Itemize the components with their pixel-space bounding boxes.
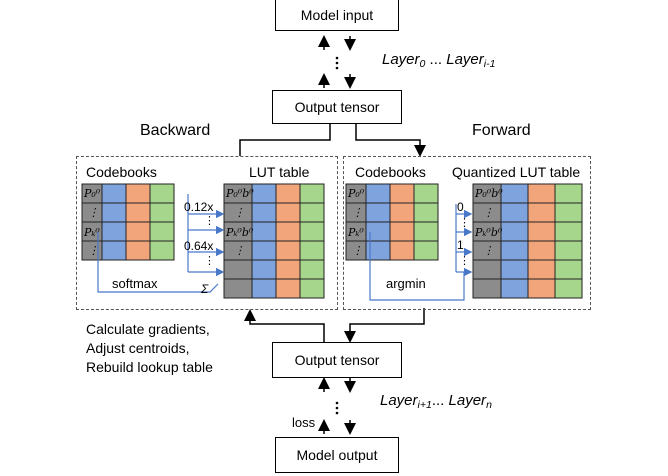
backward-weight-1: 0.12x xyxy=(184,200,214,214)
top-arrows xyxy=(318,35,356,89)
fw-codebook-cell-r3-c3 xyxy=(413,240,439,261)
fw-codebook-dots2: ⋮ xyxy=(352,244,363,257)
forward-vdots-mid: ⋮ xyxy=(459,217,470,229)
model-input-label: Model input xyxy=(300,6,374,23)
bw-codebook-dots2: ⋮ xyxy=(88,244,99,257)
note-line-2: Adjust centroids, xyxy=(86,340,190,356)
output-tensor-top-box: Output tensor xyxy=(272,90,402,124)
fw-lut-pkb0: Pₖ⁰b⁰ xyxy=(474,226,503,239)
layer-upper-sub-end: i-1 xyxy=(483,58,496,70)
forward-vdots-low: ⋮ xyxy=(459,255,470,267)
forward-codebooks-title: Codebooks xyxy=(355,164,426,180)
layer-upper-base-2: Layer xyxy=(446,51,484,68)
forward-blue-connectors xyxy=(369,204,473,301)
layer-lower-base-2: Layer xyxy=(448,392,487,409)
fw-lut-p0b0: P₀⁰b⁰ xyxy=(474,187,503,200)
bw-lut-dots1: ⋮ xyxy=(234,206,245,219)
backward-vdots-mid: ⋮ xyxy=(204,215,215,227)
layer-lower-dots: ... xyxy=(431,392,445,409)
layer-upper-sub-start: 0 xyxy=(419,58,426,70)
note-line-1: Calculate gradients, xyxy=(86,321,210,337)
layer-lower-sub-start: i+1 xyxy=(417,399,432,411)
fw-codebook-pk: Pₖ⁰ xyxy=(347,226,364,239)
forward-codebook-grid: P₀⁰ ⋮ Pₖ⁰ ⋮ xyxy=(345,183,439,261)
backward-lut-grid: P₀⁰b⁰ ⋮ Pₖ⁰b⁰ ⋮ xyxy=(223,183,325,299)
backward-lut-title: LUT table xyxy=(249,164,310,180)
layer-range-lower: Layeri+1... Layern xyxy=(380,393,492,411)
model-output-label: Model output xyxy=(296,447,378,463)
bw-lut-pkb0: Pₖ⁰b⁰ xyxy=(225,226,254,239)
forward-lut-grid: P₀⁰b⁰ ⋮ Pₖ⁰b⁰ ⋮ xyxy=(472,183,583,299)
forward-label: Forward xyxy=(472,122,531,139)
bw-lut-p0b0: P₀⁰b⁰ xyxy=(225,187,254,200)
layer-range-upper: Layer0 ... Layeri-1 xyxy=(382,52,495,70)
backward-codebooks-title: Codebooks xyxy=(86,164,157,180)
forward-lut-title: Quantized LUT table xyxy=(452,164,581,180)
model-output-box: Model output xyxy=(275,437,399,473)
bw-codebook-cell-r3-c3 xyxy=(149,240,175,261)
backward-vdots-low: ⋮ xyxy=(204,255,215,267)
output-tensor-bottom-label: Output tensor xyxy=(294,352,380,368)
top-vdots xyxy=(335,56,339,70)
output-tensor-top-label: Output tensor xyxy=(294,99,380,115)
bw-lut-dots2: ⋮ xyxy=(234,244,245,257)
merge-arrows xyxy=(244,308,425,343)
fw-lut-cell-r5-c3 xyxy=(554,278,583,299)
bw-codebook-pk: Pₖ⁰ xyxy=(83,226,100,239)
backward-softmax: softmax xyxy=(112,276,158,291)
backward-codebook-grid: P₀⁰ ⋮ Pₖ⁰ ⋮ xyxy=(81,183,175,261)
backward-blue-connectors xyxy=(97,194,225,293)
layer-upper-dots: ... xyxy=(429,51,443,68)
model-input-box: Model input xyxy=(275,0,399,31)
forward-panel xyxy=(343,156,591,310)
loss-label: loss xyxy=(292,415,316,430)
forward-index-1: 1 xyxy=(457,238,464,252)
bottom-arrows xyxy=(318,377,356,435)
bw-lut-cell-r5-c3 xyxy=(299,278,325,299)
fw-codebook-p0: P₀⁰ xyxy=(347,187,365,200)
forward-index-0: 0 xyxy=(457,200,464,214)
backward-sigma: Σ xyxy=(201,282,209,296)
layer-upper-base: Layer xyxy=(382,51,420,68)
layer-lower-base: Layer xyxy=(380,392,418,409)
branch-arrows xyxy=(239,124,426,157)
bw-codebook-p0: P₀⁰ xyxy=(83,187,101,200)
backward-panel xyxy=(76,156,338,310)
note-line-3: Rebuild lookup table xyxy=(86,359,213,375)
forward-argmin: argmin xyxy=(386,276,426,291)
bw-codebook-dots1: ⋮ xyxy=(88,206,99,219)
fw-codebook-dots1: ⋮ xyxy=(352,206,363,219)
backward-weight-2: 0.64x xyxy=(184,239,214,253)
backward-label: Backward xyxy=(140,122,211,139)
bottom-vdots xyxy=(335,401,339,415)
layer-lower-sub-end: n xyxy=(486,399,492,411)
output-tensor-bottom-box: Output tensor xyxy=(272,342,402,378)
fw-lut-dots1: ⋮ xyxy=(483,206,494,219)
fw-lut-dots2: ⋮ xyxy=(483,244,494,257)
